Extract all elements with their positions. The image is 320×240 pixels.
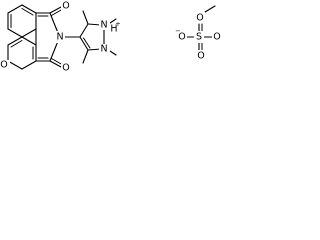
pyrazolium-hydrogen-label: H xyxy=(110,24,117,35)
sulfate-bottom-oxygen-label: O xyxy=(197,51,204,62)
methyl-sulfate-anion xyxy=(185,5,216,51)
imide-nitrogen-label: N xyxy=(56,32,63,43)
carbonyl-bottom-oxygen-label: O xyxy=(62,63,69,74)
naphthalene-ring-a xyxy=(7,4,37,38)
sulfate-left-oxygen-label: O xyxy=(178,32,185,43)
sulfate-negative-charge: − xyxy=(175,27,180,35)
sulfate-top-oxygen-label: O xyxy=(196,13,203,24)
naphthalene-ring-b xyxy=(7,36,37,70)
imide-ring xyxy=(35,6,63,68)
carbonyl-top-oxygen-label: O xyxy=(62,1,69,12)
pyrazole-nitrogen-label: N xyxy=(100,44,107,55)
sulfate-right-oxygen-label: O xyxy=(213,32,220,43)
pyrazolium-positive-charge: + xyxy=(115,20,120,28)
chemical-structure-drawing: O O N O N H + N S O O − O O xyxy=(0,1,222,74)
sulfur-label: S xyxy=(196,32,202,43)
methoxy-oxygen-label: O xyxy=(0,60,7,71)
atom-labels: O O N O N H + N S O O − O O xyxy=(0,1,222,74)
pyrazolium-nitrogen-label: N xyxy=(100,20,107,31)
naphthalimide-cation xyxy=(1,4,117,70)
pyrazolium-ring xyxy=(79,10,117,64)
